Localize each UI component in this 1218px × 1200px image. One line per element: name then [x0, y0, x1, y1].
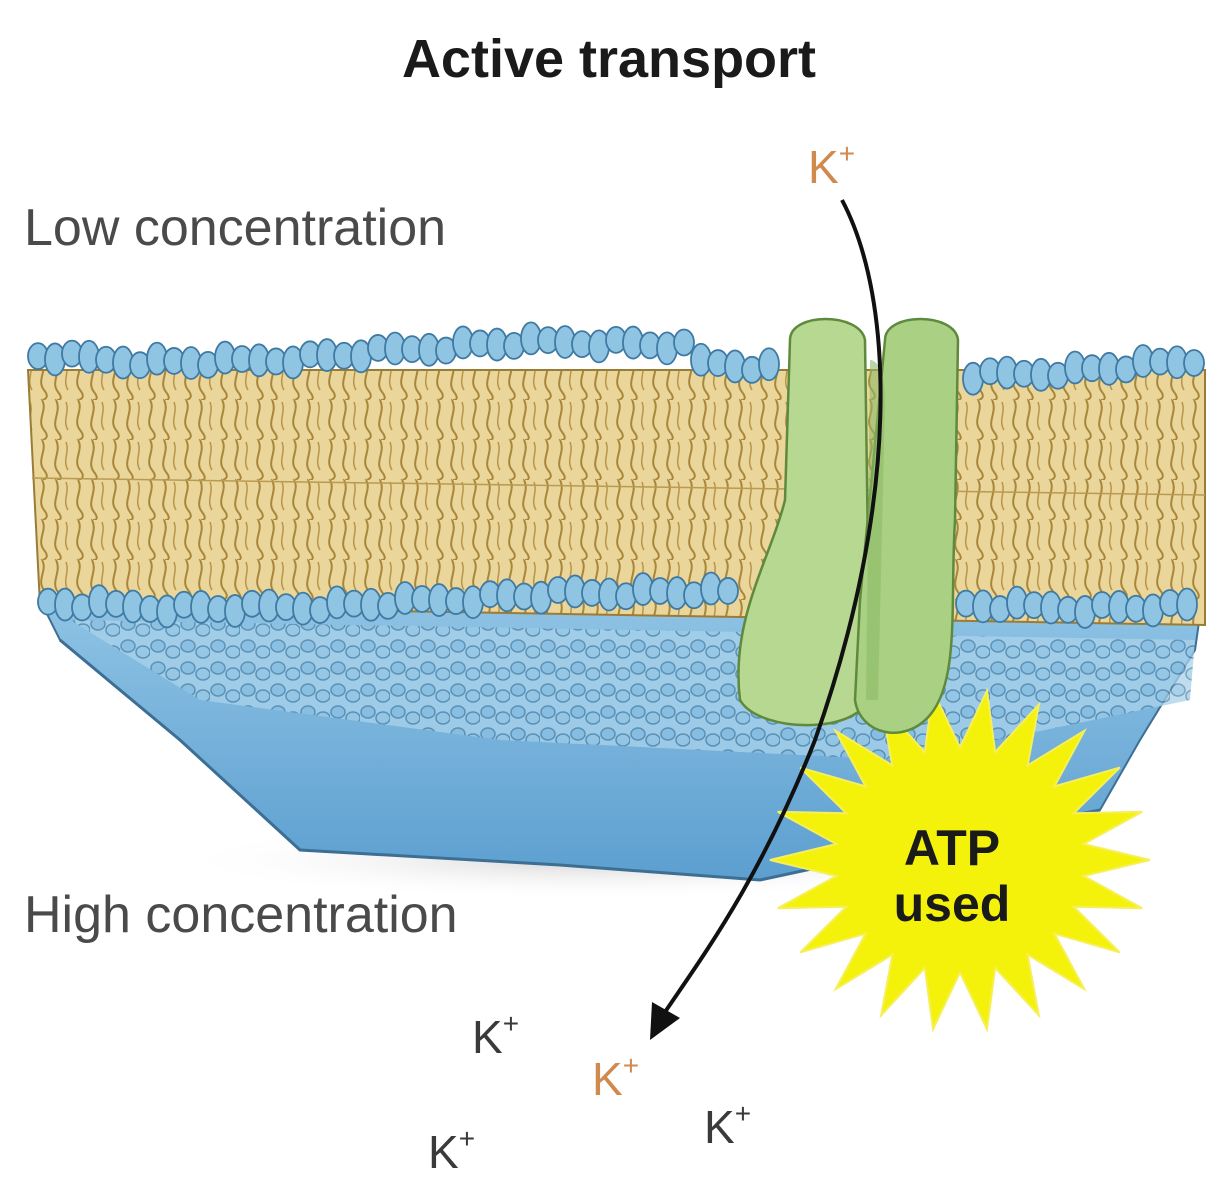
ion-potassium-bottom-4: K+ [704, 1097, 752, 1153]
ion-potassium-bottom-3: K+ [428, 1122, 476, 1178]
high-concentration-label: High concentration [24, 886, 458, 944]
membrane-upper-heads [27, 321, 1205, 396]
low-concentration-label: Low concentration [24, 199, 447, 257]
atp-burst [769, 687, 1151, 1033]
diagram-title: Active transport [401, 29, 817, 89]
ion-potassium-top: K+ [808, 137, 856, 193]
transport-arrow-line [663, 199, 883, 1014]
atp-used-label: ATP used [868, 820, 1036, 932]
ion-potassium-bottom-1: K+ [472, 1007, 520, 1063]
transport-arrowhead [650, 1002, 680, 1040]
ion-potassium-bottom-2: K+ [592, 1049, 640, 1105]
protein-subunit-left [737, 317, 872, 727]
bilayer-midline [31, 477, 1206, 496]
atp-label-line2: used [893, 876, 1011, 932]
transport-arrow [650, 199, 883, 1040]
membrane-lower-heads [37, 571, 1198, 629]
atp-label-line1: ATP [903, 820, 1001, 876]
